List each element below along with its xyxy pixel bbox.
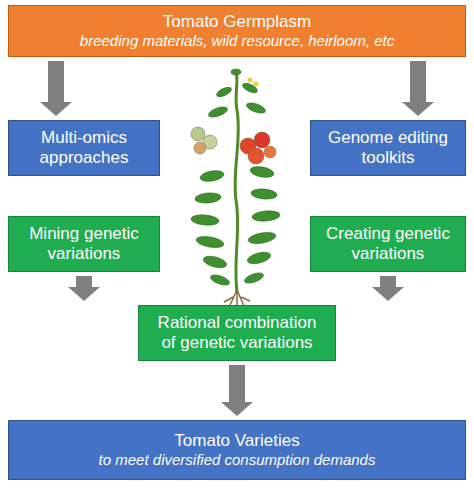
- box-label: Tomato Germplasm: [163, 12, 311, 32]
- process-box: Rational combination of genetic variatio…: [138, 305, 336, 361]
- box-label: Tomato Varieties: [174, 431, 299, 451]
- arrow-head: [372, 287, 404, 301]
- arrow-shaft: [380, 276, 396, 287]
- arrow-shaft: [76, 276, 92, 287]
- method-box: Multi-omics approaches: [8, 120, 160, 176]
- arrow-head: [402, 102, 434, 116]
- arrow-shaft: [410, 61, 426, 102]
- box-label: Creating genetic variations: [321, 224, 455, 265]
- block-arrow: [372, 276, 404, 301]
- arrow-head: [68, 287, 100, 301]
- arrow-shaft: [48, 61, 64, 102]
- source-box: Tomato Germplasmbreeding materials, wild…: [8, 5, 466, 57]
- process-box: Mining genetic variations: [8, 216, 160, 272]
- block-arrow: [402, 61, 434, 116]
- box-subtitle: to meet diversified consumption demands: [99, 451, 376, 469]
- box-label: Mining genetic variations: [19, 224, 149, 265]
- arrow-head: [40, 102, 72, 116]
- block-arrow: [221, 365, 253, 416]
- flowers: [248, 78, 259, 87]
- box-label: Rational combination of genetic variatio…: [149, 313, 325, 354]
- arrow-head: [221, 402, 253, 416]
- tomato-fruits: [191, 127, 276, 164]
- arrow-shaft: [229, 365, 245, 402]
- leaves: [191, 69, 281, 287]
- stem: [235, 70, 238, 292]
- box-label: Genome editing toolkits: [321, 128, 455, 169]
- block-arrow: [68, 276, 100, 301]
- box-label: Multi-omics approaches: [19, 128, 149, 169]
- box-subtitle: breeding materials, wild resource, heirl…: [80, 32, 394, 50]
- output-box: Tomato Varietiesto meet diversified cons…: [8, 420, 466, 480]
- process-box: Creating genetic variations: [310, 216, 466, 272]
- block-arrow: [40, 61, 72, 116]
- method-box: Genome editing toolkits: [310, 120, 466, 176]
